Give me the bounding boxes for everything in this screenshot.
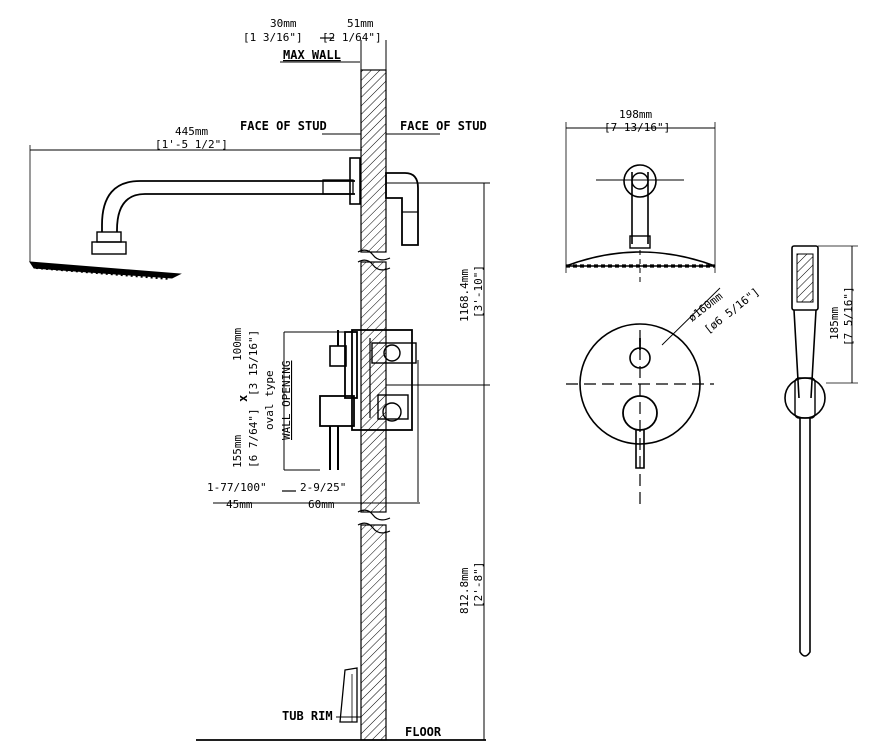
- dim-445-mm: 445mm: [175, 125, 208, 138]
- dim-812-mm: 812.8mm: [458, 567, 471, 614]
- wall-opening-frame: [283, 331, 484, 502]
- dim-177: 1-77/100": [207, 481, 267, 494]
- valve-body-side: [351, 329, 417, 431]
- supply-elbow: [385, 172, 484, 246]
- dim-812-in: [2'-8"]: [472, 562, 485, 608]
- max-wall-dimension: 30mm [1 3/16"] 51mm [2 1/64"] MAX WALL: [243, 17, 387, 70]
- dim-times: x: [236, 395, 250, 402]
- dim-185-in: [7 5/16"]: [842, 286, 855, 346]
- hand-shower: 185mm [7 5/16"]: [784, 245, 858, 657]
- dim-155-mm: 155mm: [231, 435, 244, 468]
- dim-30-in: [1 3/16"]: [243, 31, 303, 44]
- dim-60-mm: 60mm: [308, 498, 335, 511]
- valve-offset-dimension: 1-77/100" 2-9/25" 45mm 60mm: [207, 481, 420, 511]
- valve-trim-front: ø160mm [ø6 5/16"]: [566, 285, 762, 510]
- tub-rim: TUB RIM: [282, 667, 361, 723]
- shower-arm-side: [91, 157, 361, 255]
- dim-198-in: [7 13/16"]: [604, 121, 670, 134]
- wall-section: [357, 69, 391, 741]
- wall-opening-dimension: 100mm [3 15/16"] x 155mm [6 7/64"] oval …: [231, 328, 293, 468]
- dim-185-mm: 185mm: [828, 307, 841, 340]
- arm-length-dimension: 445mm [1'-5 1/2"]: [29, 125, 362, 262]
- shower-head-side: [29, 261, 182, 280]
- dim-445-in: [1'-5 1/2"]: [155, 138, 228, 151]
- floor: FLOOR: [196, 725, 486, 741]
- dim-100-mm: 100mm: [231, 328, 244, 361]
- dim-100-in: [3 15/16"]: [247, 330, 260, 396]
- height-dimensions: 1168.4mm [3'-10"] 812.8mm [2'-8"]: [458, 182, 490, 740]
- tub-rim-label: TUB RIM: [282, 709, 333, 723]
- dim-198-mm: 198mm: [619, 108, 652, 121]
- max-wall-label: MAX WALL: [283, 48, 341, 62]
- wall-opening-label: WALL OPENING: [280, 361, 293, 440]
- dim-30-mm: 30mm: [270, 17, 297, 30]
- dim-1168-in: [3'-10"]: [472, 265, 485, 318]
- floor-label: FLOOR: [405, 725, 442, 739]
- oval-type-label: oval type: [263, 370, 276, 430]
- dim-229: 2-9/25": [300, 481, 346, 494]
- face-of-stud-labels: FACE OF STUD FACE OF STUD: [240, 119, 487, 135]
- dim-45-mm: 45mm: [226, 498, 253, 511]
- dim-155-in: [6 7/64"]: [247, 408, 260, 468]
- face-of-stud-left-label: FACE OF STUD: [240, 119, 327, 133]
- face-of-stud-right-label: FACE OF STUD: [400, 119, 487, 133]
- dim-51-mm: 51mm: [347, 17, 374, 30]
- shower-head-front: 198mm [7 13/16"]: [565, 108, 716, 286]
- dim-1168-mm: 1168.4mm: [458, 269, 471, 322]
- dim-51-in: [2 1/64"]: [322, 31, 382, 44]
